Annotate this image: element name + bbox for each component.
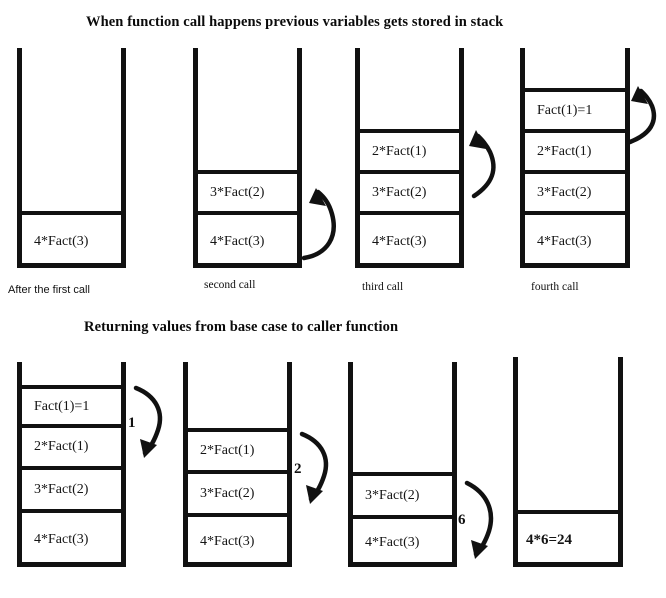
return-stack-1: Fact(1)=1 2*Fact(1) 3*Fact(2) 4*Fact(3)	[17, 362, 126, 567]
stack-cell-label: 2*Fact(1)	[200, 443, 255, 458]
stack-right-wall	[297, 48, 302, 268]
stack-right-wall	[459, 48, 464, 268]
stack-cell-label: 4*Fact(3)	[34, 532, 89, 547]
stack-right-wall	[287, 362, 292, 567]
stack-cell-label: 2*Fact(1)	[372, 143, 427, 159]
stack-cell: 3*Fact(2)	[20, 466, 123, 509]
stack-cell-label: 4*Fact(3)	[365, 535, 420, 550]
stack-right-wall	[452, 362, 457, 567]
stack-cell-label: 4*Fact(3)	[372, 233, 427, 249]
stack-cell: 3*Fact(2)	[186, 470, 289, 513]
stack-cell-label: 3*Fact(2)	[200, 485, 255, 501]
stack-second-call: 3*Fact(2) 4*Fact(3)	[193, 48, 302, 268]
stack-cell-label: Fact(1)=1	[34, 398, 90, 414]
stack-bottom-wall	[193, 263, 302, 268]
stack-right-wall	[618, 357, 623, 567]
stack-cell: 2*Fact(1)	[523, 129, 627, 170]
stack-cell-result: 4*6=24	[516, 510, 620, 567]
stack-left-wall	[520, 48, 525, 268]
stack-cell: 4*Fact(3)	[196, 211, 299, 268]
stack-left-wall	[17, 48, 22, 268]
return-stack-4: 4*6=24	[513, 357, 623, 567]
stack-bottom-wall	[17, 263, 126, 268]
stack-cell-label: 4*Fact(3)	[537, 233, 592, 249]
stack-bottom-wall	[17, 562, 126, 567]
stack-bottom-wall	[183, 562, 292, 567]
stack-cell: 3*Fact(2)	[358, 170, 461, 211]
stack-bottom-wall	[355, 263, 464, 268]
stack-cell: 2*Fact(1)	[20, 424, 123, 466]
return-arrow-1	[124, 382, 170, 462]
stack-after-first-call: 4*Fact(3)	[17, 48, 126, 268]
stack-cell-label: 2*Fact(1)	[537, 143, 592, 159]
push-arrow-third-call	[462, 128, 506, 200]
stack-bottom-wall	[513, 562, 623, 567]
stack-caption-after-first-call: After the first call	[8, 284, 90, 296]
stack-left-wall	[183, 362, 188, 567]
stack-cell: 4*Fact(3)	[20, 509, 123, 567]
stack-fourth-call: Fact(1)=1 2*Fact(1) 3*Fact(2) 4*Fact(3)	[520, 48, 630, 268]
stack-left-wall	[355, 48, 360, 268]
stack-cell-label: 3*Fact(2)	[537, 184, 592, 200]
stack-cell-label: 3*Fact(2)	[34, 481, 89, 497]
page-title-return-phase: Returning values from base case to calle…	[84, 319, 399, 335]
stack-cell: 2*Fact(1)	[358, 129, 461, 170]
stack-cell: 4*Fact(3)	[186, 513, 289, 567]
push-arrow-second-call	[298, 180, 346, 262]
return-arrow-3	[455, 477, 501, 563]
stack-cell: 3*Fact(2)	[523, 170, 627, 211]
stack-left-wall	[513, 357, 518, 567]
stack-right-wall	[121, 48, 126, 268]
push-arrow-fourth-call	[624, 84, 666, 146]
stack-right-wall	[625, 48, 630, 268]
stack-cell-label: 4*Fact(3)	[200, 534, 255, 549]
stack-cell: 2*Fact(1)	[186, 428, 289, 470]
stack-cell: 3*Fact(2)	[196, 170, 299, 211]
stack-caption-second-call: second call	[204, 279, 256, 291]
stack-cell: 4*Fact(3)	[523, 211, 627, 268]
stack-cell: Fact(1)=1	[20, 385, 123, 424]
return-arrow-label-1: 1	[128, 415, 136, 431]
return-arrow-2	[290, 428, 336, 508]
stack-cell-label: 3*Fact(2)	[210, 184, 265, 200]
stack-cell-label: 2*Fact(1)	[34, 439, 89, 454]
stack-cell-label: 3*Fact(2)	[365, 487, 420, 503]
return-arrow-label-2: 2	[294, 461, 302, 477]
stack-bottom-wall	[348, 562, 457, 567]
stack-cell-label: 4*6=24	[526, 532, 573, 548]
stack-cell-label: 3*Fact(2)	[372, 184, 427, 200]
stack-caption-third-call: third call	[362, 281, 404, 293]
stack-third-call: 2*Fact(1) 3*Fact(2) 4*Fact(3)	[355, 48, 464, 268]
return-stack-3: 3*Fact(2) 4*Fact(3)	[348, 362, 457, 567]
stack-left-wall	[348, 362, 353, 567]
stack-left-wall	[17, 362, 22, 567]
stack-bottom-wall	[520, 263, 630, 268]
stack-cell-label: Fact(1)=1	[537, 102, 593, 118]
return-arrow-label-3: 6	[458, 512, 466, 528]
stack-cell: 4*Fact(3)	[351, 515, 454, 567]
stack-cell: 4*Fact(3)	[20, 211, 123, 268]
stack-left-wall	[193, 48, 198, 268]
stack-cell: 4*Fact(3)	[358, 211, 461, 268]
return-stack-2: 2*Fact(1) 3*Fact(2) 4*Fact(3)	[183, 362, 292, 567]
stack-cell-label: 4*Fact(3)	[210, 233, 265, 249]
stack-cell: 3*Fact(2)	[351, 472, 454, 515]
page-title-push-phase: When function call happens previous vari…	[86, 14, 504, 30]
stack-right-wall	[121, 362, 126, 567]
stack-cell: Fact(1)=1	[523, 88, 627, 129]
stack-cell-label: 4*Fact(3)	[34, 233, 89, 249]
stack-caption-fourth-call: fourth call	[531, 281, 579, 293]
